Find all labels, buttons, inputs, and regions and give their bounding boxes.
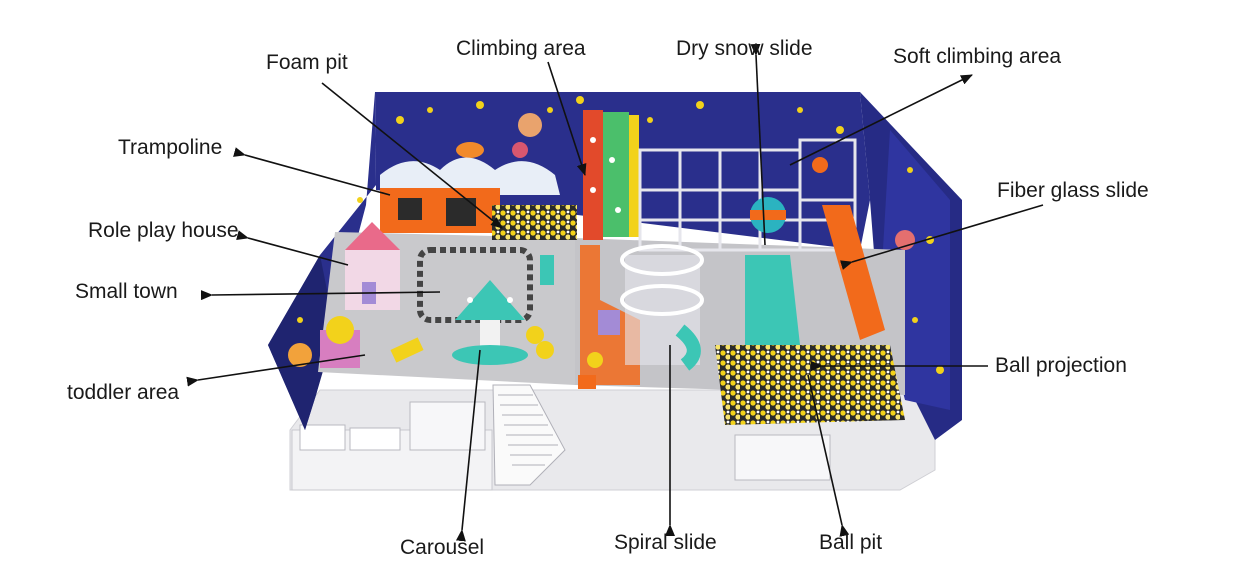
arrow-carousel — [455, 349, 481, 542]
arrow-small-town — [200, 290, 441, 301]
arrow-fiber-glass-slide — [840, 204, 1044, 270]
arrow-trampoline — [233, 147, 391, 196]
spiral-slide-tower — [620, 244, 704, 371]
fiber-glass-slide — [822, 205, 885, 340]
label-spiral-slide: Spiral slide — [614, 531, 717, 554]
soft-climbing-frame — [798, 138, 857, 202]
toddler-area — [320, 316, 424, 368]
label-soft-climbing-area: Soft climbing area — [893, 45, 1062, 68]
label-trampoline: Trampoline — [118, 136, 223, 159]
arrow-foam-pit — [321, 82, 503, 229]
label-small-town: Small town — [75, 280, 178, 303]
label-fiber-glass-slide: Fiber glass slide — [997, 179, 1149, 202]
label-role-play-house: Role play house — [88, 219, 239, 242]
carousel — [452, 280, 528, 365]
label-climbing-area: Climbing area — [456, 37, 586, 60]
arrow-ball-pit — [807, 374, 850, 537]
label-ball-projection: Ball projection — [995, 354, 1127, 377]
climbing-wall — [583, 110, 639, 240]
label-carousel: Carousel — [400, 536, 485, 559]
arrow-toddler-area — [186, 354, 366, 387]
arrow-soft-climbing-area — [789, 74, 973, 166]
label-dry-snow-slide: Dry snow slide — [676, 37, 813, 60]
small-town-track — [417, 247, 533, 323]
arrow-dry-snow-slide — [750, 43, 766, 246]
trampoline-area — [380, 188, 500, 233]
foam-pit — [492, 205, 577, 240]
callout-arrows — [186, 43, 1044, 542]
label-ball-pit: Ball pit — [819, 531, 883, 554]
staircase — [492, 384, 566, 486]
dry-snow-slide — [745, 255, 800, 345]
toy-decorations — [526, 255, 620, 389]
arrow-climbing-area — [547, 61, 587, 176]
label-toddler-area: toddler area — [67, 381, 180, 404]
arrow-role-play-house — [236, 230, 349, 266]
role-play-house — [345, 222, 400, 310]
label-foam-pit: Foam pit — [266, 51, 348, 74]
